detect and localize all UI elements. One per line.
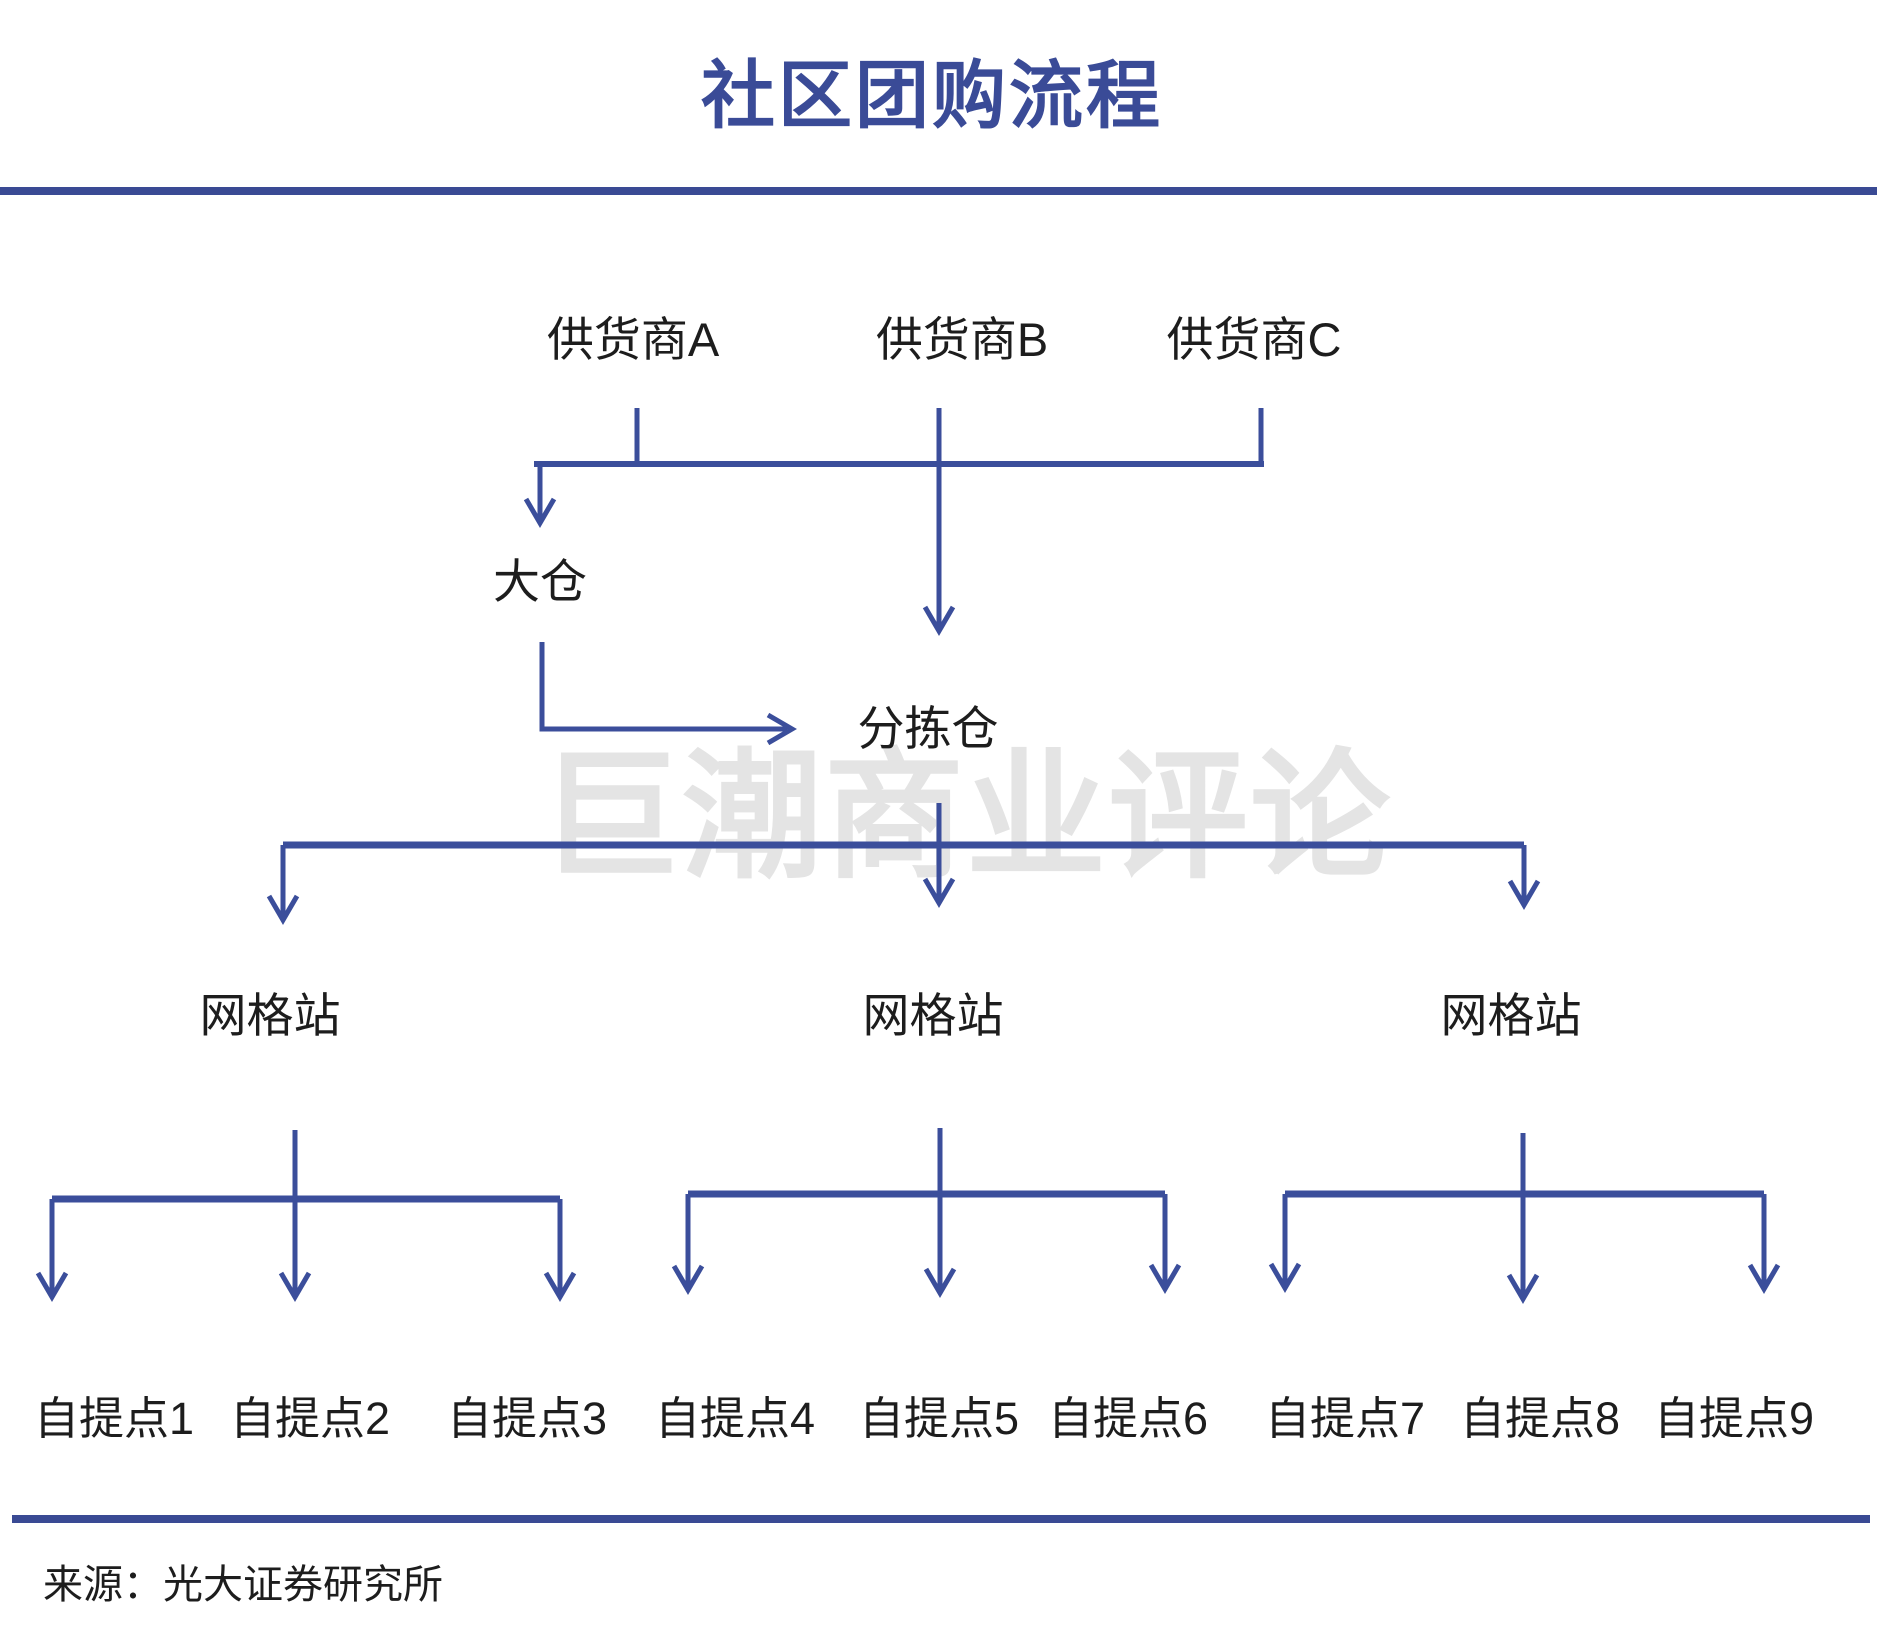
page-title: 社区团购流程 xyxy=(701,54,1163,137)
watermark: 巨潮商业评论 xyxy=(539,738,1393,895)
arrowhead-icon xyxy=(671,1264,705,1295)
arrowhead-icon xyxy=(922,877,956,908)
arrowhead-icon xyxy=(1747,1263,1781,1294)
node-supplier-b: 供货商B xyxy=(875,313,1049,366)
bottom-divider xyxy=(12,1515,1870,1523)
node-supplier-c: 供货商C xyxy=(1166,313,1342,366)
sorting-to-grid-distributor xyxy=(266,803,1541,925)
arrowhead-icon xyxy=(543,1271,577,1302)
arrowhead-icon xyxy=(278,1271,312,1302)
node-pickup-point-6: 自提点6 xyxy=(1047,1393,1209,1444)
arrow-shaft xyxy=(539,642,787,732)
arrowhead-icon xyxy=(1506,1273,1540,1304)
node-central-warehouse: 大仓 xyxy=(493,555,587,608)
arrowhead-icon xyxy=(1148,1263,1182,1294)
node-pickup-point-9: 自提点9 xyxy=(1653,1393,1815,1444)
node-pickup-point-5: 自提点5 xyxy=(858,1393,1020,1444)
top-divider xyxy=(0,187,1877,195)
node-supplier-a: 供货商A xyxy=(546,313,720,366)
node-grid-station-3: 网格站 xyxy=(1440,989,1582,1042)
node-grid-station-2: 网格站 xyxy=(862,989,1004,1042)
node-pickup-point-1: 自提点1 xyxy=(33,1393,195,1444)
arrowhead-icon xyxy=(266,894,300,925)
arrow-to-central-warehouse xyxy=(523,464,557,528)
supplier-b-to-sorting-arrow xyxy=(922,408,956,636)
node-grid-station-1: 网格站 xyxy=(199,989,341,1042)
arrowhead-icon xyxy=(523,497,557,528)
suppliers-to-warehouse-connector xyxy=(534,408,1264,467)
node-pickup-point-4: 自提点4 xyxy=(654,1393,816,1444)
source-note: 来源：光大证券研究所 xyxy=(43,1563,443,1607)
arrowhead-icon xyxy=(35,1271,69,1302)
arrowhead-icon xyxy=(1268,1262,1302,1293)
grid-station-3-distributor xyxy=(1268,1133,1781,1304)
arrowhead-icon xyxy=(1507,879,1541,910)
node-pickup-point-7: 自提点7 xyxy=(1264,1393,1426,1444)
node-pickup-point-2: 自提点2 xyxy=(229,1393,391,1444)
arrowhead-icon xyxy=(766,712,797,746)
grid-station-1-distributor xyxy=(35,1130,577,1302)
node-pickup-point-8: 自提点8 xyxy=(1459,1393,1621,1444)
warehouse-to-sorting-elbow-arrow xyxy=(539,642,797,746)
arrowhead-icon xyxy=(923,1267,957,1298)
arrowhead-icon xyxy=(922,605,956,636)
node-pickup-point-3: 自提点3 xyxy=(446,1393,608,1444)
grid-station-2-distributor xyxy=(671,1128,1182,1298)
node-sorting-warehouse: 分拣仓 xyxy=(857,702,999,755)
